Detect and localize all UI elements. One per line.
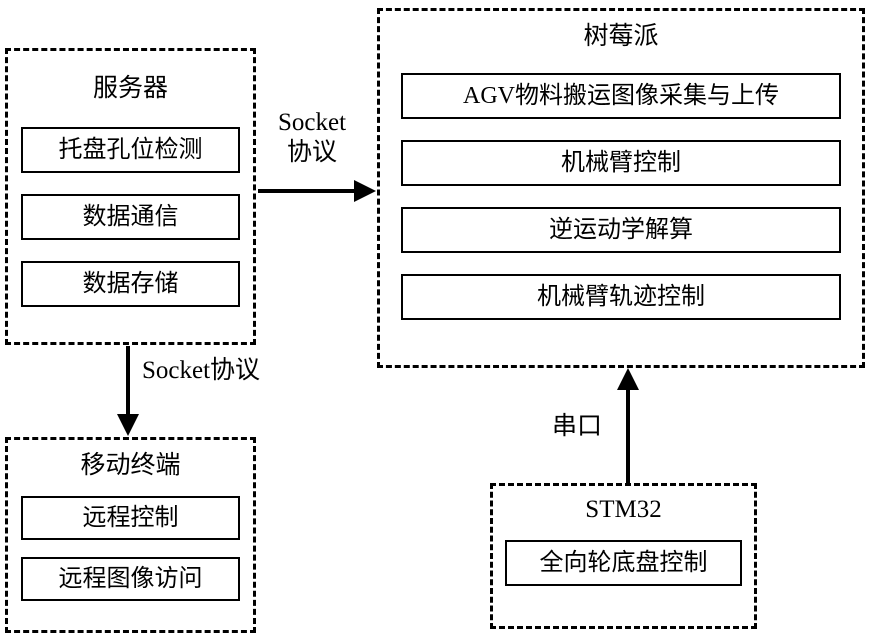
mobile-terminal-group-title: 移动终端 [80,452,181,479]
mobile-item-remote-image-access: 远程图像访问 [21,556,240,601]
arrow-server-to-raspberry-line [258,189,358,193]
raspberry-item-agv-image-upload: AGV物料搬运图像采集与上传 [401,72,841,119]
serial-port-label: 串口 [552,412,603,442]
arrow-server-to-mobile-head [117,414,139,436]
arrow-server-to-raspberry-head [354,180,376,202]
arrow-stm32-to-raspberry-head [617,368,639,390]
arrow-stm32-to-raspberry-line [626,388,630,483]
raspberry-pi-group-title: 树莓派 [583,23,659,50]
stm32-group-title: STM32 [585,496,662,523]
socket-protocol-label-vertical: Socket协议 [142,356,261,386]
mobile-terminal-group: 移动终端 远程控制 远程图像访问 [5,437,256,633]
server-item-data-communication: 数据通信 [21,193,240,240]
raspberry-item-arm-trajectory-control: 机械臂轨迹控制 [401,273,841,320]
socket-protocol-label-line1: Socket [277,109,347,136]
arrow-server-to-mobile-line [126,346,130,418]
socket-protocol-label-line2: 协议 [286,139,337,166]
server-group: 服务器 托盘孔位检测 数据通信 数据存储 [5,48,256,345]
raspberry-item-inverse-kinematics: 逆运动学解算 [401,206,841,253]
raspberry-pi-group: 树莓派 AGV物料搬运图像采集与上传 机械臂控制 逆运动学解算 机械臂轨迹控制 [377,8,865,368]
stm32-group: STM32 全向轮底盘控制 [490,483,757,629]
raspberry-item-arm-control: 机械臂控制 [401,139,841,186]
server-item-tray-detection: 托盘孔位检测 [21,126,240,173]
stm32-item-omni-wheel-chassis-control: 全向轮底盘控制 [505,539,742,586]
socket-protocol-label-horizontal: Socket 协议 [264,108,360,168]
server-item-data-storage: 数据存储 [21,260,240,307]
mobile-item-remote-control: 远程控制 [21,495,240,540]
server-group-title: 服务器 [92,75,168,102]
